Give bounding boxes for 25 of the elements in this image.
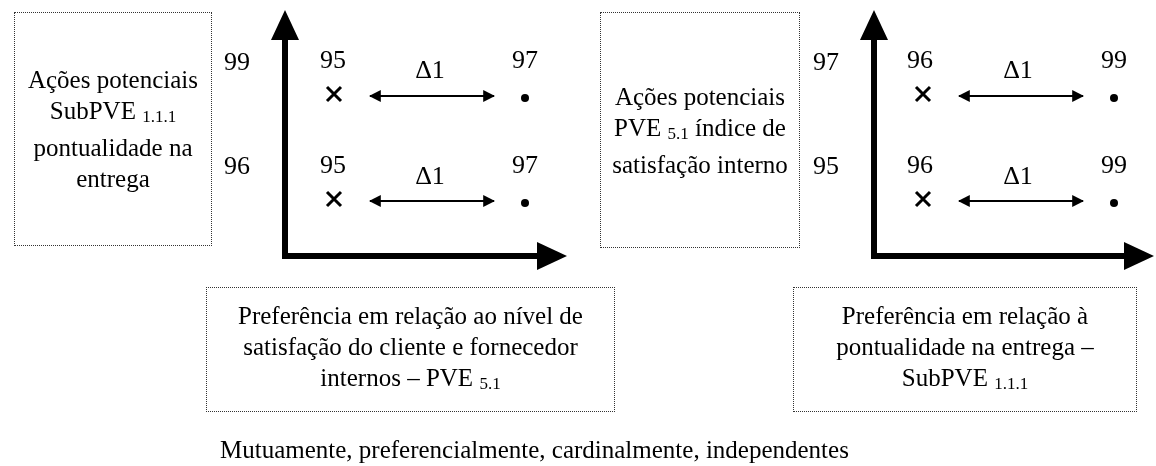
box-text: Ações potenciais SubPVE $_{1.1.1}$ pontualidade na entrega: [26, 65, 200, 194]
value-label: Δ1: [415, 161, 445, 191]
value-label: Δ1: [1003, 161, 1033, 191]
text-box: [600, 12, 800, 248]
value-label: Δ1: [415, 55, 445, 85]
text-box: [14, 12, 212, 246]
value-label: 97: [512, 150, 538, 180]
value-label: 96: [907, 45, 933, 75]
caption: Mutuamente, preferencialmente, cardinalmente, independentes: [220, 436, 849, 464]
value-label: 95: [320, 45, 346, 75]
value-label: 95: [813, 151, 839, 181]
text-box: [206, 287, 615, 412]
value-label: 95: [320, 150, 346, 180]
value-label: 99: [224, 47, 250, 77]
value-label: 99: [1101, 45, 1127, 75]
value-label: 97: [512, 45, 538, 75]
value-label: 99: [1101, 150, 1127, 180]
value-label: 96: [907, 150, 933, 180]
box-text: Preferência em relação à pontualidade na entrega – SubPVE $_{1.1.1}$: [835, 301, 1095, 395]
box-text: Preferência em relação ao nível de satisfação do cliente e fornecedor internos – PVE $_{5.1}$: [237, 301, 584, 395]
box-text: Ações potenciais PVE $_{5.1}$ índice de satisfação interno: [611, 81, 789, 180]
value-label: 97: [813, 47, 839, 77]
text-box: [793, 287, 1137, 412]
value-label: Δ1: [1003, 55, 1033, 85]
value-label: 96: [224, 151, 250, 181]
